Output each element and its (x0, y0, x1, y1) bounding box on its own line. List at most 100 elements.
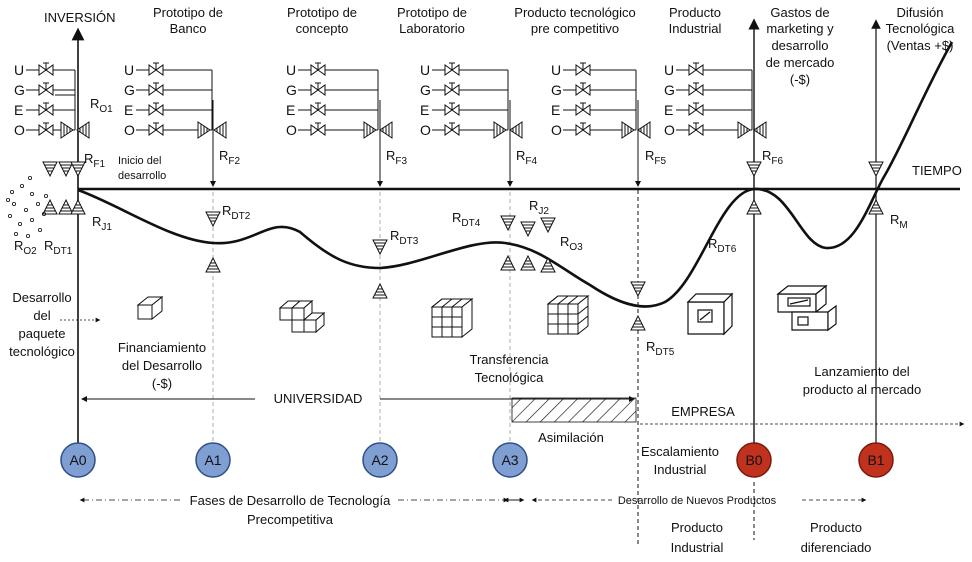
cone-valve-icon (60, 121, 74, 139)
valve-letter-u: U (420, 62, 430, 78)
cube-grid-icon-1 (430, 297, 474, 339)
label-rf5: RF5 (645, 148, 666, 167)
label-prototipo-concepto: Prototipo de concepto (287, 5, 357, 36)
valve-icon (310, 82, 326, 96)
svg-text:concepto: concepto (296, 21, 349, 36)
svg-text:Escalamiento: Escalamiento (641, 444, 719, 459)
label-lanzamiento: Lanzamiento del producto al mercado (803, 364, 922, 397)
svg-text:Laboratorio: Laboratorio (399, 21, 465, 36)
cone-rdt5-bottom (630, 314, 646, 331)
y-axis-label: INVERSIÓN (44, 10, 116, 25)
valve-letter-o: O (420, 122, 431, 138)
valve-icon (310, 62, 326, 76)
cone-valve-icon (379, 121, 393, 139)
cone-rdt2-bottom (205, 256, 221, 273)
valve-icon (148, 122, 164, 136)
svg-text:pre competitivo: pre competitivo (531, 21, 619, 36)
label-rm: RM (890, 212, 908, 231)
cone-valve-icon (363, 121, 377, 139)
cube-single-icon (136, 295, 164, 321)
valve-icon (688, 82, 704, 96)
svg-text:producto al mercado: producto al mercado (803, 382, 922, 397)
cone-valve-icon (76, 121, 90, 139)
valve-letter-g: G (286, 82, 297, 98)
svg-text:Producto: Producto (671, 520, 723, 535)
cone-valve-icon (737, 121, 751, 139)
label-ro3: RO3 (560, 234, 583, 253)
valve-letter-u: U (551, 62, 561, 78)
valve-icon (444, 82, 460, 96)
valve-letter-o: O (551, 122, 562, 138)
svg-text:del: del (33, 308, 50, 323)
label-universidad: UNIVERSIDAD (274, 391, 363, 406)
svg-text:Precompetitiva: Precompetitiva (247, 512, 334, 527)
svg-text:Industrial: Industrial (669, 21, 722, 36)
valve-icon (38, 62, 54, 76)
valve-icon (575, 82, 591, 96)
svg-text:Producto: Producto (810, 520, 862, 535)
label-transferencia: Transferencia Tecnológica (470, 352, 550, 385)
svg-text:Industrial: Industrial (654, 462, 707, 477)
svg-text:del Desarrollo: del Desarrollo (122, 358, 202, 373)
cone-start-a (42, 161, 58, 178)
cone-ro3-bottom (540, 256, 556, 273)
label-difusion-tecnologica: Difusión Tecnológica (Ventas +$) (886, 5, 955, 53)
valve-icon (38, 82, 54, 96)
label-rdt4: RDT4 (452, 210, 481, 229)
label-rf3: RF3 (386, 148, 407, 167)
svg-text:Lanzamiento del: Lanzamiento del (814, 364, 910, 379)
valve-letter-g: G (551, 82, 562, 98)
cone-rj2-top (520, 221, 536, 238)
svg-text:Inicio del: Inicio del (118, 155, 161, 167)
label-rf1: RF1 (84, 151, 105, 170)
label-rf2: RF2 (219, 148, 240, 167)
cone-rdt2-top (205, 211, 221, 228)
phase-label: A0 (69, 452, 86, 468)
label-gastos-marketing: Gastos de marketing y desarrollo de merc… (766, 5, 835, 87)
valve-letter-g: G (664, 82, 675, 98)
svg-text:(-$): (-$) (152, 376, 172, 391)
valve-letter-e: E (14, 102, 23, 118)
phase-circle-b0: B0 (736, 442, 772, 478)
label-rf4: RF4 (516, 148, 537, 167)
svg-text:de mercado: de mercado (766, 55, 835, 70)
valve-icon (310, 122, 326, 136)
label-ro1: RO1 (90, 96, 113, 115)
cone-valve-icon (621, 121, 635, 139)
label-producto-precompetitivo: Producto tecnológico pre competitivo (514, 5, 635, 36)
valve-letter-u: U (124, 62, 134, 78)
svg-text:marketing y: marketing y (766, 21, 834, 36)
cone-start-d (58, 198, 74, 215)
cone-rm-top (868, 161, 884, 178)
cone-rm-bottom (868, 198, 884, 215)
valve-letter-o: O (14, 122, 25, 138)
svg-text:Transferencia: Transferencia (470, 352, 550, 367)
investment-curve (77, 41, 954, 308)
valve-letter-e: E (286, 102, 295, 118)
label-producto-industrial-top: Producto Industrial (669, 5, 722, 36)
cone-valve-icon (637, 121, 651, 139)
cone-ro3-top (540, 217, 556, 234)
valve-letter-o: O (286, 122, 297, 138)
label-rf6: RF6 (762, 148, 783, 167)
svg-text:Prototipo de: Prototipo de (397, 5, 467, 20)
svg-text:Producto: Producto (669, 5, 721, 20)
asimilacion-hatched-box (511, 397, 637, 423)
valve-letter-u: U (286, 62, 296, 78)
valve-letter-g: G (420, 82, 431, 98)
label-rdt2: RDT2 (222, 203, 251, 222)
valve-icon (444, 102, 460, 116)
phase-label: A2 (371, 452, 388, 468)
cone-rdt4-top (500, 215, 516, 232)
cone-rdt3-bottom (372, 282, 388, 299)
valve-letter-g: G (124, 82, 135, 98)
valve-icon (688, 102, 704, 116)
cube-grid-icon-2 (546, 294, 590, 336)
svg-text:Financiamiento: Financiamiento (118, 340, 206, 355)
valve-icon (575, 62, 591, 76)
valve-icon (38, 122, 54, 136)
